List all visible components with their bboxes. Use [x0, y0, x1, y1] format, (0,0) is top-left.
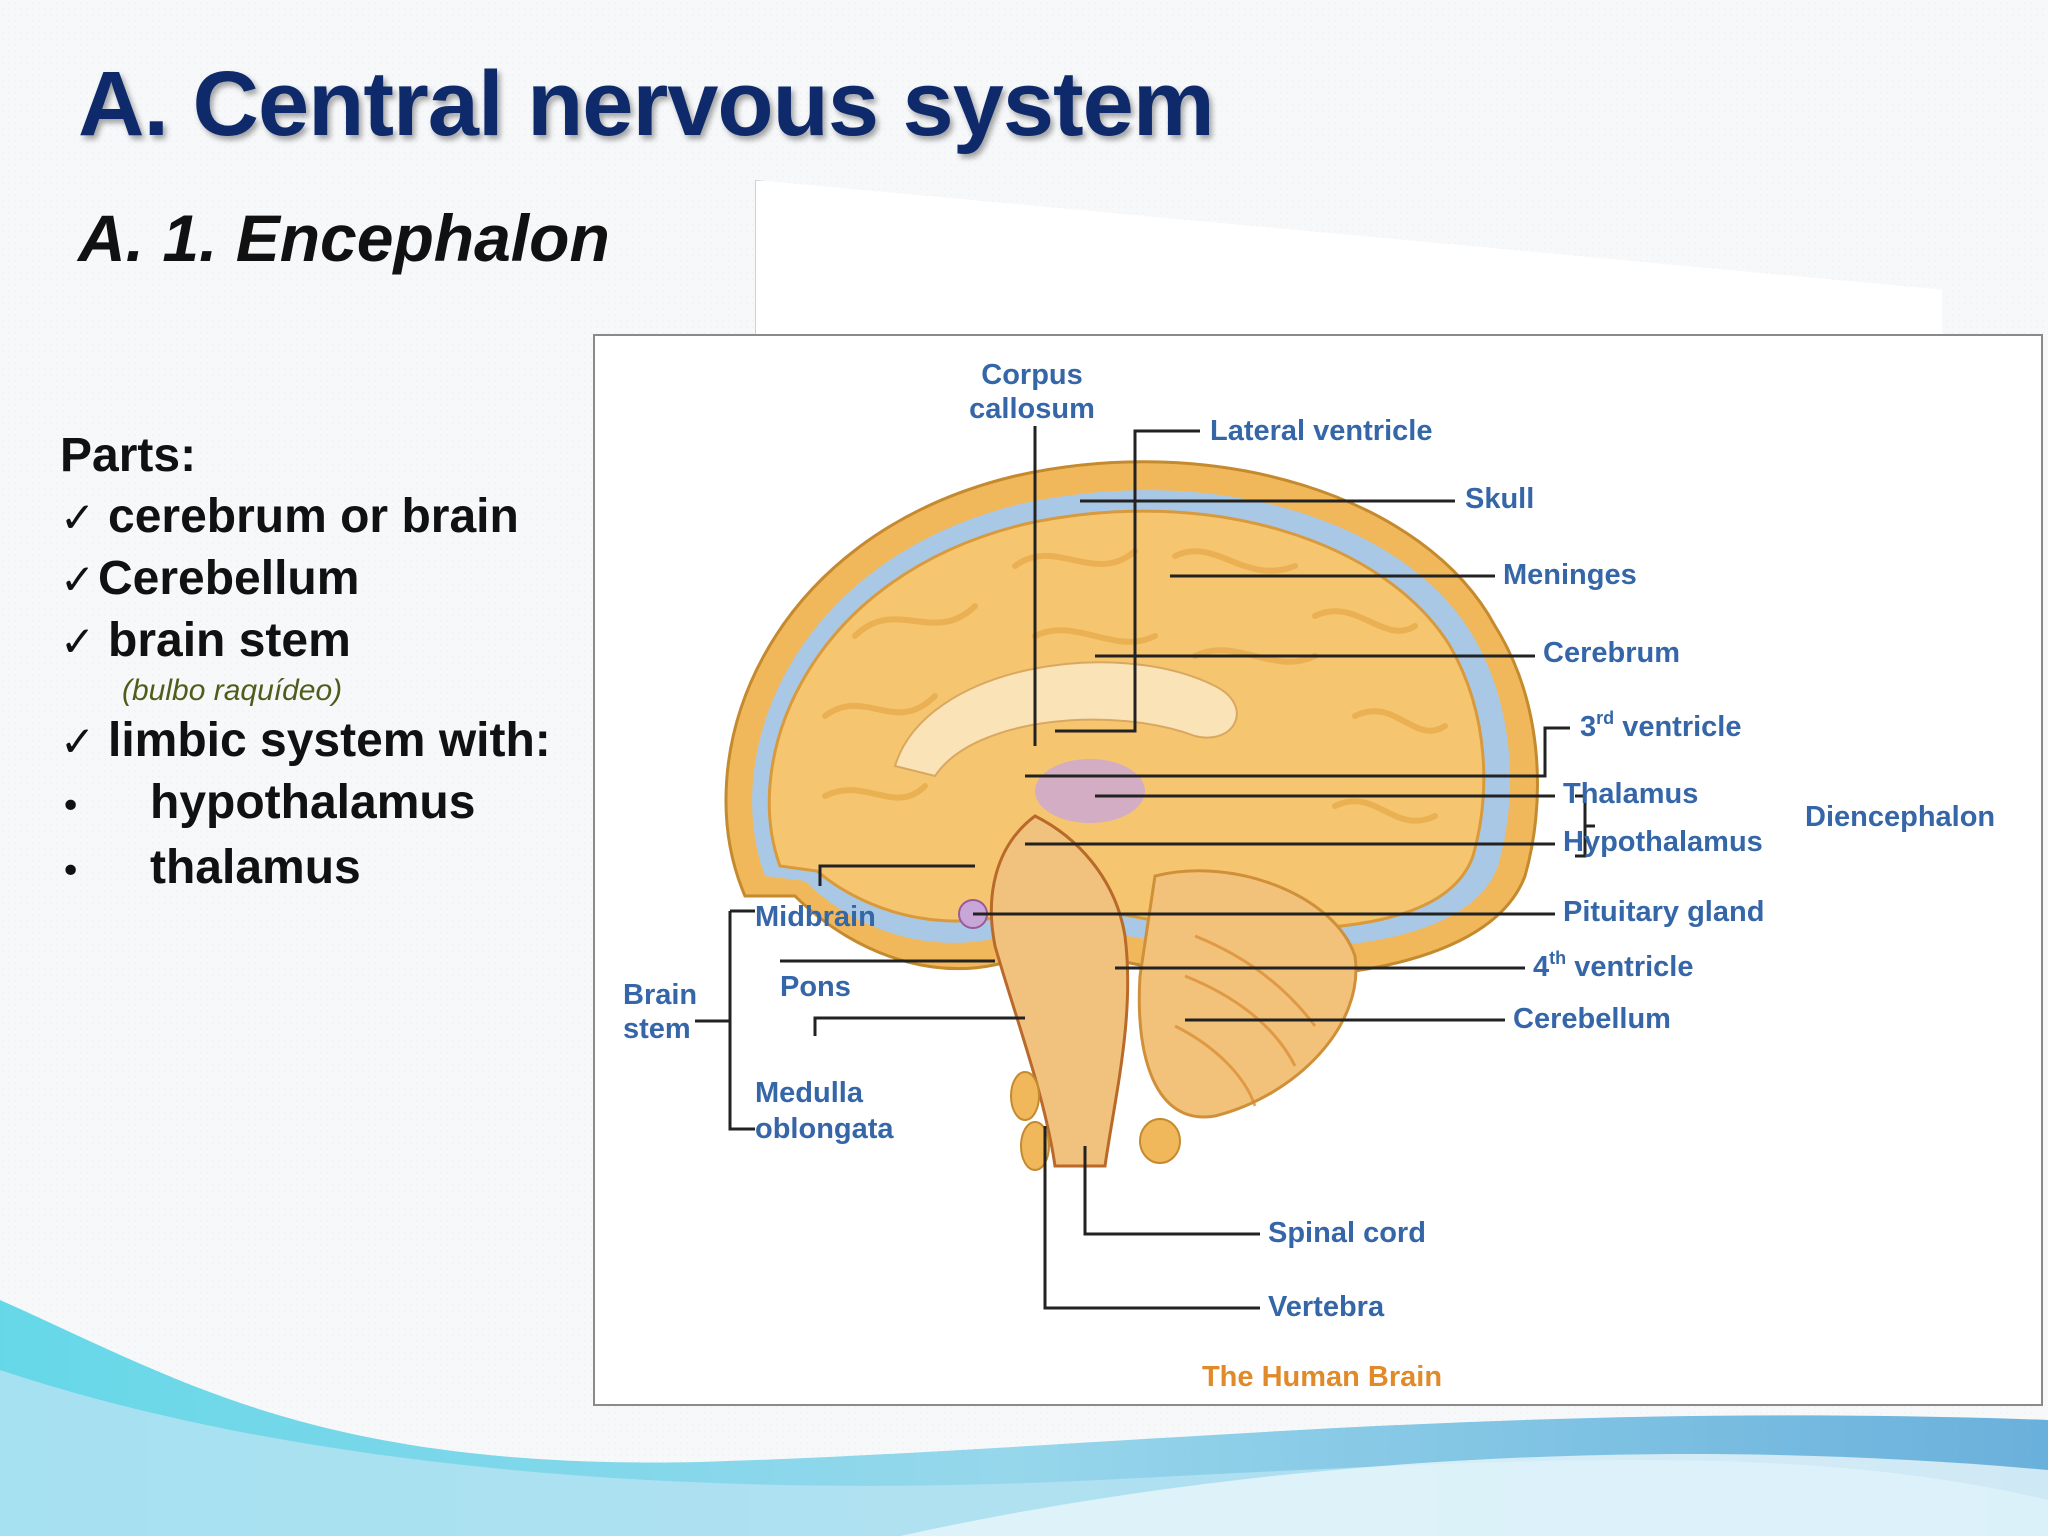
parts-heading: Parts: [60, 429, 197, 482]
cerebellum-folia [1174, 934, 1317, 1107]
label-brain-stem-1: Brain [623, 979, 697, 1011]
label-midbrain: Midbrain [755, 901, 876, 933]
bullet-icon: • [60, 786, 82, 827]
list-item-text: cerebrum or brain [108, 490, 519, 543]
list-item-text: hypothalamus [150, 776, 476, 829]
thalamus-shape [1035, 759, 1145, 823]
check-icon: ✓ [60, 555, 96, 604]
label-diencephalon: Diencephalon [1805, 801, 1995, 833]
label-vertebra: Vertebra [1268, 1291, 1385, 1323]
check-icon: ✓ [60, 493, 96, 542]
list-note: (bulbo raquídeo) [122, 674, 343, 707]
list-item-text: brain stem [108, 614, 351, 667]
list-item: • hypothalamus [60, 772, 620, 837]
vertebra-shapes [1010, 1071, 1181, 1171]
label-pons: Pons [780, 971, 851, 1003]
label-cerebellum: Cerebellum [1513, 1003, 1671, 1035]
label-third-ventricle: 3rd ventricle [1580, 708, 1741, 743]
brain-gyri [822, 548, 1448, 824]
list-item-text: limbic system with: [108, 714, 551, 767]
label-corpus-callosum-1: Corpus [981, 359, 1083, 391]
check-icon: ✓ [60, 617, 96, 666]
list-item: ✓ brain stem [60, 610, 620, 672]
label-fourth-ventricle: 4th ventricle [1533, 948, 1693, 983]
label-medulla-oblongata-2: oblongata [755, 1113, 894, 1145]
label-medulla-oblongata-1: Medulla [755, 1077, 864, 1109]
label-thalamus: Thalamus [1563, 778, 1698, 810]
brain-diagram: Corpus callosum Lateral ventricle Skull … [623, 359, 1995, 1393]
label-cerebrum: Cerebrum [1543, 637, 1680, 669]
cerebellum-shape [1137, 869, 1358, 1119]
list-item: ✓ cerebrum or brain [60, 486, 620, 548]
check-icon: ✓ [60, 717, 96, 766]
figure-caption: The Human Brain [1202, 1361, 1442, 1393]
corpus-callosum-shape [893, 661, 1238, 778]
label-lateral-ventricle: Lateral ventricle [1210, 415, 1432, 447]
list-item: ✓ limbic system with: [60, 710, 620, 772]
label-spinal-cord: Spinal cord [1268, 1217, 1426, 1249]
brain-diagram-figure: Corpus callosum Lateral ventricle Skull … [593, 334, 2043, 1406]
label-corpus-callosum-2: callosum [969, 393, 1095, 425]
label-meninges: Meninges [1503, 559, 1637, 591]
label-brain-stem-2: stem [623, 1013, 691, 1045]
bullet-icon: • [60, 851, 82, 892]
slide-title: A. Central nervous system [78, 53, 1215, 155]
slide-subtitle: A. 1. Encephalon [78, 201, 610, 275]
list-item: • thalamus [60, 837, 620, 902]
list-item-text: Cerebellum [98, 552, 360, 605]
label-pituitary-gland: Pituitary gland [1563, 896, 1764, 928]
parts-list: Parts: ✓ cerebrum or brain ✓ Cerebellum … [60, 425, 620, 902]
label-skull: Skull [1465, 483, 1534, 515]
label-hypothalamus: Hypothalamus [1563, 826, 1763, 858]
list-item-text: thalamus [150, 841, 361, 894]
leader-lines [695, 426, 1595, 1310]
list-item: ✓ Cerebellum [60, 548, 620, 610]
